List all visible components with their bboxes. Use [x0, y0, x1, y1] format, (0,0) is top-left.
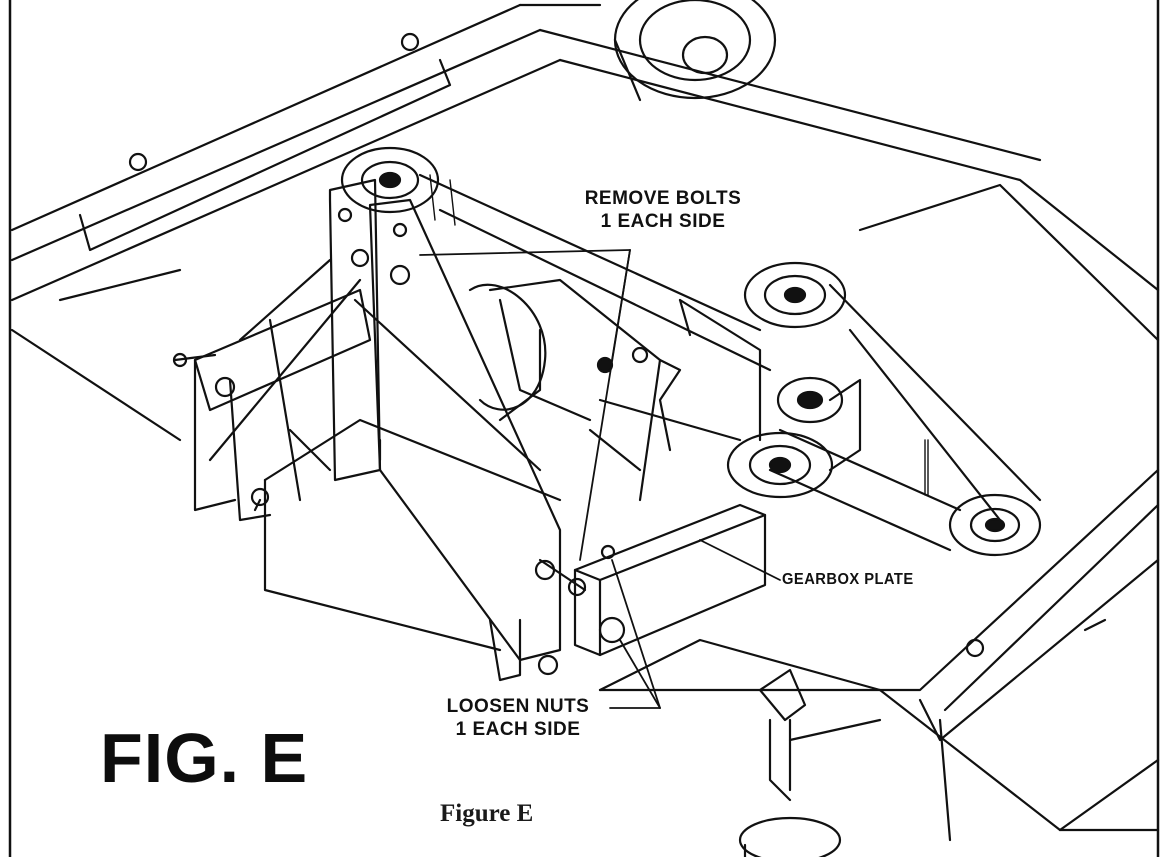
tensioner-bracket	[678, 298, 862, 472]
page-frame	[8, 0, 1160, 857]
figure-caption: Figure E	[440, 800, 534, 827]
gearbox-plate	[468, 278, 682, 560]
gearbox-plate-callout: GEARBOX PLATE	[782, 571, 914, 588]
loosen-nuts-line2: 1 EACH SIDE	[455, 718, 581, 740]
callout-leaders	[419, 249, 781, 709]
loosen-nuts-line1: LOOSEN NUTS	[446, 696, 590, 717]
remove-bolts-callout: REMOVE BOLTS 1 EACH SIDE	[548, 188, 778, 234]
figure-label: FIG. E	[100, 719, 309, 797]
lower-cross-tube	[534, 503, 767, 657]
remove-bolts-line2: 1 EACH SIDE	[600, 210, 726, 232]
gearbox-body	[263, 418, 562, 652]
deck-bolts	[128, 32, 985, 658]
loosen-nuts-callout: LOOSEN NUTS 1 EACH SIDE	[418, 696, 618, 742]
pulleys	[340, 146, 1042, 557]
belt-loop	[418, 173, 1042, 552]
hitch-a-frame	[172, 178, 562, 682]
top-wheel	[613, 0, 777, 102]
caster-wheel	[738, 668, 882, 857]
edge-hatching	[429, 174, 929, 496]
deck-outline	[10, 3, 1160, 842]
remove-bolts-line1: REMOVE BOLTS	[584, 188, 742, 209]
